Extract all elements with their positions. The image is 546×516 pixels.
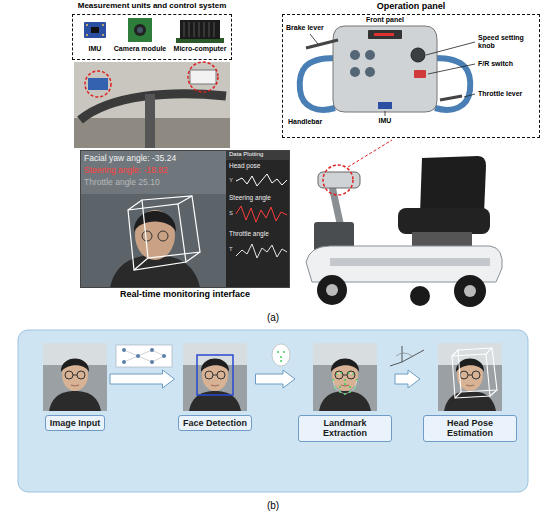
- panel-number: (a): [267, 312, 279, 324]
- step-label: Image Input: [45, 415, 106, 431]
- axis-letter: T: [229, 246, 233, 253]
- step-label: Face Detection: [178, 415, 252, 431]
- plot-label: Steering angle: [229, 194, 271, 201]
- readout-text: Throttle angle 25.10: [84, 178, 160, 188]
- part-label: Throttle lever: [478, 90, 522, 98]
- process-step: Head Pose Estimation: [420, 343, 520, 442]
- flow-arrow: [110, 370, 175, 388]
- group-heading: Operation panel: [377, 2, 446, 12]
- part-label: F/R switch: [478, 60, 513, 68]
- part-label: Micro-computer: [174, 45, 227, 53]
- part-label: Speed setting knob: [478, 34, 538, 50]
- plot-label: Head pose: [229, 162, 260, 169]
- readout-text: Facial yaw angle: -35.24: [84, 154, 176, 164]
- part-label: Handlebar: [288, 118, 322, 126]
- group-heading: Real-time monitoring interface: [120, 290, 250, 300]
- readout-text: Steering angle: -18.82: [84, 166, 168, 176]
- step-label: Head Pose Estimation: [423, 415, 517, 442]
- panel-number: (b): [267, 500, 279, 512]
- dashed-group-box: Measurement units and control system: [72, 14, 232, 60]
- process-step: Face Detection: [175, 343, 256, 431]
- part-label: Camera module: [114, 45, 167, 53]
- part-label: IMU: [379, 117, 392, 125]
- step-label: Landmark Extraction: [298, 415, 392, 442]
- part-label: Front panel: [366, 16, 404, 24]
- plot-label: Throttle angle: [229, 230, 269, 237]
- flow-arrow: [256, 370, 296, 388]
- axis-letter: S: [229, 210, 233, 217]
- axis-letter: Y: [229, 177, 233, 184]
- flow-arrow: [395, 370, 420, 388]
- part-label: Brake lever: [286, 24, 324, 32]
- part-label: IMU: [89, 45, 102, 53]
- group-heading: Measurement units and control system: [78, 2, 226, 11]
- process-step: Landmark Extraction: [295, 343, 395, 442]
- window-title: Data Plotting: [229, 151, 263, 158]
- process-step: Image Input: [40, 343, 110, 431]
